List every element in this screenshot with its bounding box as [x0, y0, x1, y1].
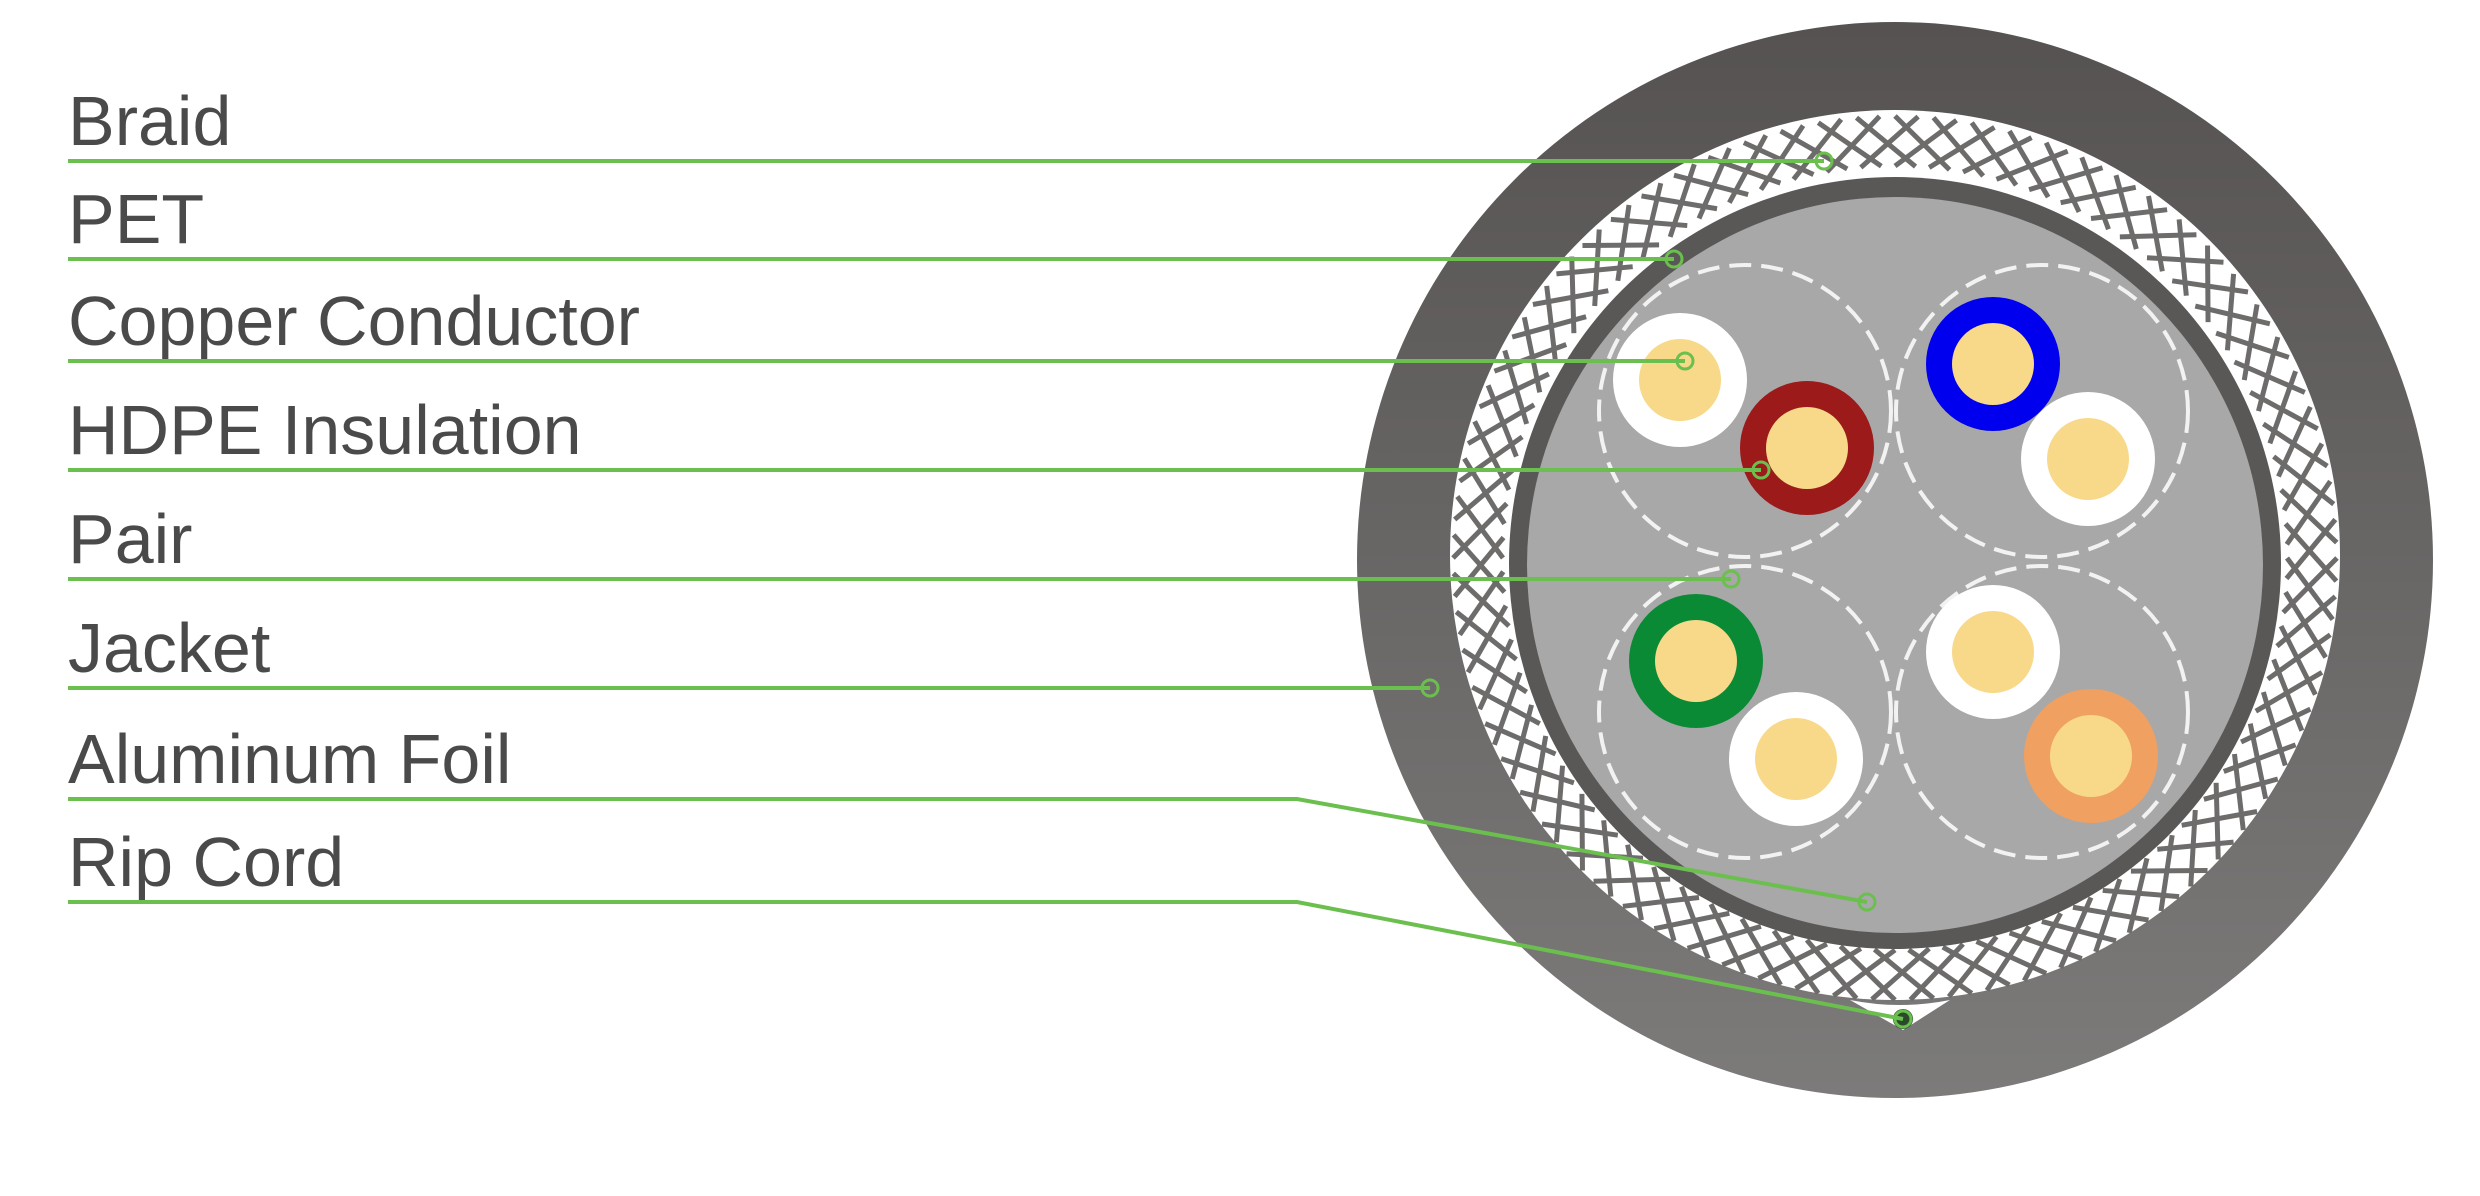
- cable: [1357, 22, 2433, 1098]
- copper-conductor: [1766, 407, 1848, 489]
- copper-conductor: [2047, 418, 2129, 500]
- leader-dot: [1893, 1009, 1913, 1029]
- label-pet: PET: [68, 180, 204, 258]
- copper-conductor: [1639, 339, 1721, 421]
- pair-boundary: [1894, 263, 2190, 559]
- copper-conductor: [1952, 323, 2034, 405]
- copper-conductor: [1755, 718, 1837, 800]
- aluminum-foil: [1527, 197, 2263, 933]
- pair-boundary: [1597, 564, 1893, 860]
- leader-line-rip-cord: [68, 900, 1904, 1021]
- braid-wires: [1451, 114, 2339, 1002]
- label-rip-cord: Rip Cord: [68, 823, 344, 901]
- leader-dot: [1751, 460, 1771, 480]
- leader-line-aluminum-foil: [68, 797, 1868, 904]
- pair-boundary: [1894, 564, 2190, 860]
- label-copper-conductor: Copper Conductor: [68, 282, 640, 360]
- pairs: [1597, 263, 2190, 860]
- leader-dot: [1857, 892, 1877, 912]
- label-jacket: Jacket: [68, 609, 270, 687]
- braid-wire: [2284, 517, 2338, 581]
- label-pair: Pair: [68, 500, 192, 578]
- copper-conductor: [1952, 611, 2034, 693]
- leader-dot: [1814, 151, 1834, 171]
- pair-boundary: [1597, 263, 1893, 559]
- copper-conductor: [2050, 715, 2132, 797]
- label-hdpe-insulation: HDPE Insulation: [68, 391, 582, 469]
- leader-dot: [1721, 569, 1741, 589]
- copper-conductor: [1655, 620, 1737, 702]
- leader-dot: [1420, 678, 1440, 698]
- leader-dot: [1675, 351, 1695, 371]
- label-braid: Braid: [68, 82, 231, 160]
- label-aluminum-foil: Aluminum Foil: [68, 720, 511, 798]
- leader-dot: [1664, 249, 1684, 269]
